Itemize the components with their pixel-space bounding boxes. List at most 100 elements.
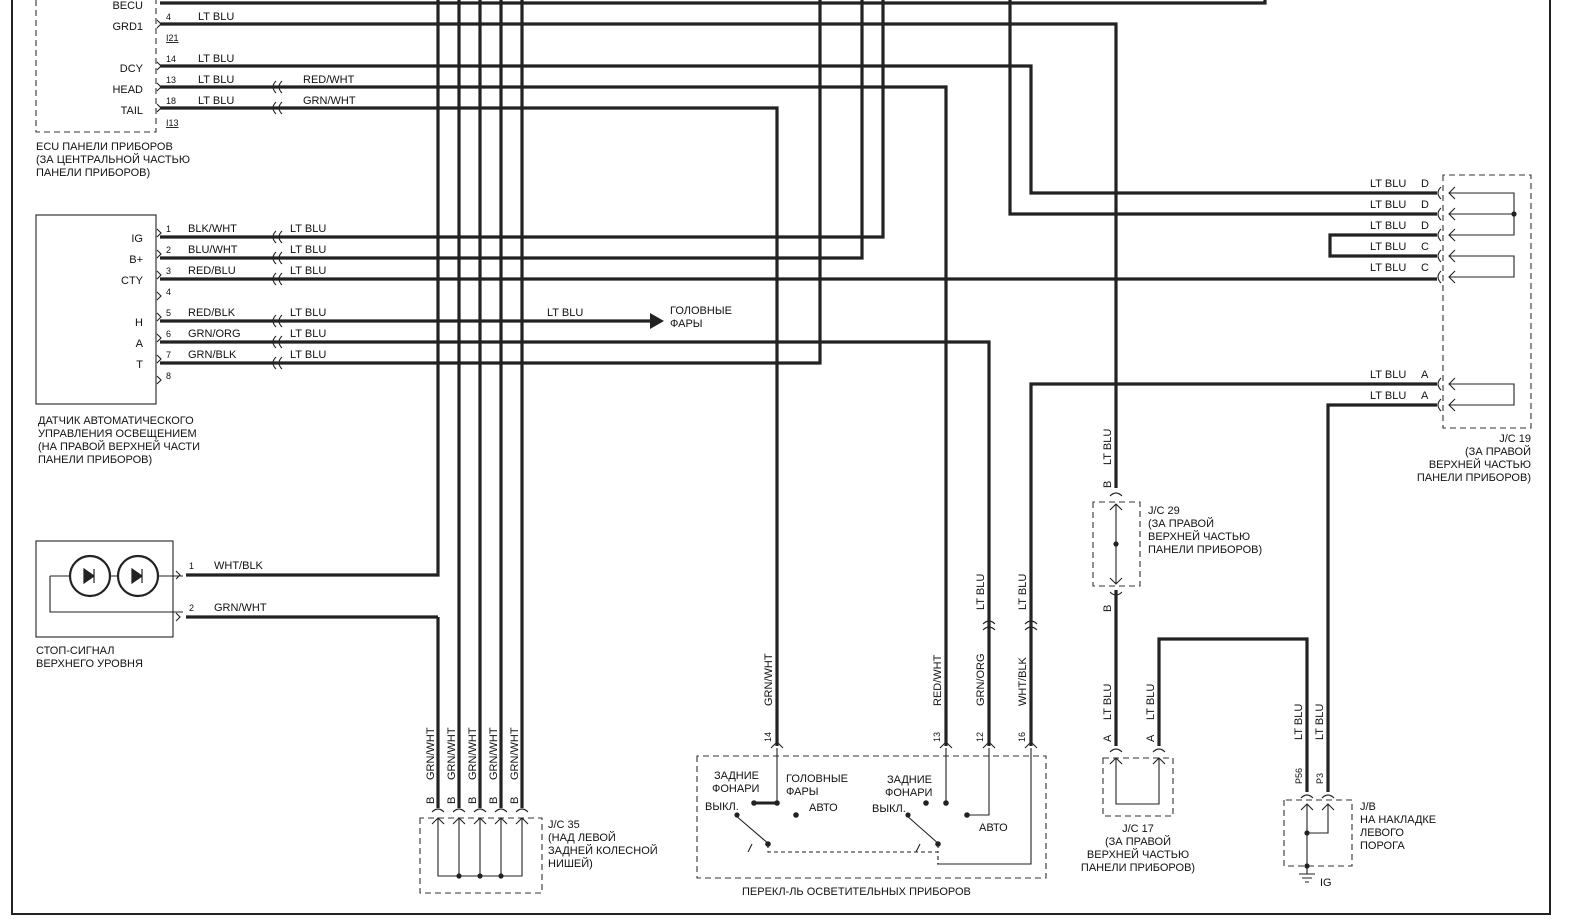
sensor-wire-color: BLU/WHT — [188, 244, 238, 256]
jc19-caption: ПАНЕЛИ ПРИБОРОВ) — [1417, 472, 1531, 484]
sensor-wire-color: GRN/ORG — [188, 328, 241, 340]
sensor-caption: УПРАВЛЕНИЯ ОСВЕЩЕНИЕМ — [38, 428, 197, 440]
jc35-pin: B — [425, 797, 437, 804]
ecu-caption: (ЗА ЦЕНТРАЛЬНОЙ ЧАСТЬЮ — [36, 153, 190, 166]
high-mount-stop-lamp: 1 2 WHT/BLK GRN/WHT СТОП-СИГНАЛ ВЕРХНЕГО… — [35, 540, 267, 670]
jb-ground-label: IG — [1320, 877, 1332, 889]
sensor-wire-color: LT BLU — [290, 328, 326, 340]
jc29-caption: ВЕРХНЕЙ ЧАСТЬЮ — [1148, 530, 1250, 543]
jc35-wire-label: GRN/WHT — [488, 727, 500, 780]
sensor-pin-number: 7 — [166, 350, 171, 360]
jc19-pin: A — [1421, 369, 1429, 381]
jc29-pin: B — [1102, 605, 1114, 612]
ecu-wire-label: LT BLU — [198, 95, 234, 107]
jb-pin: P56 — [1294, 768, 1304, 784]
jc19-wire-label: LT BLU — [1370, 241, 1406, 253]
sensor-caption: (НА ПРАВОЙ ВЕРХНЕЙ ЧАСТИ — [38, 440, 200, 453]
ecu-pin-grd1: GRD1 — [112, 21, 143, 33]
ecu-connector-marks — [156, 19, 283, 115]
sensor-caption: ДАТЧИК АВТОМАТИЧЕСКОГО — [38, 415, 194, 427]
ecu-pin-becu: BECU — [112, 0, 143, 12]
jc29-wire-label: LT BLU — [1102, 429, 1114, 465]
headlight-wire-label: LT BLU — [547, 307, 583, 319]
sensor-pin-bplus: B+ — [129, 254, 143, 266]
jc35-caption: J/C 35 — [548, 819, 580, 831]
ecu-harness-label: GRN/WHT — [303, 95, 356, 107]
jc29-caption: ПАНЕЛИ ПРИБОРОВ) — [1148, 544, 1262, 556]
jc19-caption: ВЕРХНЕЙ ЧАСТЬЮ — [1429, 458, 1531, 471]
jc35-pin: B — [467, 797, 479, 804]
sensor-connector-marks — [156, 228, 283, 385]
junction-connector-29: LT BLU B B J/C 29 (ЗА ПРАВОЙ ВЕРХНЕЙ ЧАС… — [1092, 429, 1262, 612]
jc19-pin: D — [1421, 178, 1429, 190]
jc35-caption: НИШЕЙ) — [548, 857, 593, 870]
switch-position-label: ВЫКЛ. — [872, 803, 906, 815]
jb-caption: ЛЕВОГО — [1360, 827, 1404, 839]
switch-cable-label: LT BLU — [1017, 574, 1029, 610]
ecu-pin-dcy: DCY — [120, 63, 144, 75]
sensor-wire-color: LT BLU — [290, 265, 326, 277]
sensor-pin-t: T — [136, 359, 143, 371]
switch-position-label: ВЫКЛ. — [705, 801, 739, 813]
jc19-pin: A — [1421, 390, 1429, 402]
jc17-caption: ВЕРХНЕЙ ЧАСТЬЮ — [1087, 848, 1189, 861]
jc17-caption: J/C 17 — [1122, 823, 1154, 835]
light-control-switch: GRN/WHT RED/WHT GRN/ORG WHT/BLK 14 13 12… — [696, 574, 1047, 898]
jc35-caption: (НАД ЛЕВОЙ — [548, 831, 616, 844]
jb-caption: НА НАКЛАДКЕ — [1360, 814, 1436, 826]
sensor-pin-number: 3 — [166, 266, 171, 276]
switch-wire-label: WHT/BLK — [1017, 656, 1029, 706]
switch-pin-number: 16 — [1017, 732, 1027, 742]
switch-pin-number: 12 — [975, 732, 985, 742]
jc19-pin: C — [1421, 241, 1429, 253]
switch-position-label: ЗАДНИЕ — [714, 770, 759, 782]
ground-icon — [1299, 866, 1315, 883]
ecu-pin-tail: TAIL — [121, 105, 143, 117]
lamp-pin-number: 2 — [189, 603, 194, 613]
auto-light-sensor: IG B+ CTY H A T 1 2 3 4 5 6 7 8 BLK/WHT … — [35, 214, 732, 466]
diagram-frame — [11, 0, 1551, 915]
switch-pin-number: 14 — [763, 732, 773, 742]
jb-wire-label: LT BLU — [1293, 704, 1305, 740]
jc19-wire-label: LT BLU — [1370, 220, 1406, 232]
jb-caption: ПОРОГА — [1360, 840, 1405, 852]
jc19-caption: J/C 19 — [1499, 433, 1531, 445]
jb-wire-label: LT BLU — [1314, 704, 1326, 740]
ecu-wire-label: LT BLU — [198, 11, 234, 23]
jc35-pin: B — [446, 797, 458, 804]
switch-position-label: АВТО — [979, 822, 1008, 834]
jc29-caption: (ЗА ПРАВОЙ — [1148, 517, 1214, 530]
junction-connector-35: GRN/WHT GRN/WHT GRN/WHT GRN/WHT GRN/WHT … — [419, 727, 658, 894]
jc17-wire-label: LT BLU — [1102, 684, 1114, 720]
ecu-wire-label: LT BLU — [198, 53, 234, 65]
headlight-target-label: ГОЛОВНЫЕ — [670, 305, 732, 317]
ecu-pin-number: 14 — [166, 54, 176, 64]
sensor-pin-number: 8 — [166, 371, 171, 381]
junction-connector-17: LT BLU LT BLU A A J/C 17 (ЗА ПРАВОЙ ВЕРХ… — [1081, 684, 1195, 874]
jc35-caption: ЗАДНЕЙ КОЛЕСНОЙ — [548, 844, 658, 857]
sensor-wire-color: LT BLU — [290, 244, 326, 256]
switch-position-label: АВТО — [809, 802, 838, 814]
sensor-wire-color: LT BLU — [290, 349, 326, 361]
jc19-caption: (ЗА ПРАВОЙ — [1465, 445, 1531, 458]
lamp-pin-number: 1 — [189, 561, 194, 571]
jc19-wire-label: LT BLU — [1370, 369, 1406, 381]
jc17-caption: ПАНЕЛИ ПРИБОРОВ) — [1081, 862, 1195, 874]
switch-position-label: ФАРЫ — [786, 786, 819, 798]
jc19-wire-label: LT BLU — [1370, 199, 1406, 211]
instrument-panel-ecu: BECU GRD1 DCY HEAD TAIL 4 14 13 18 I21 I… — [35, 0, 356, 179]
jc19-pin: D — [1421, 220, 1429, 232]
lamp-caption: СТОП-СИГНАЛ — [36, 645, 114, 657]
ecu-connector-ref: I21 — [166, 33, 179, 43]
jb-pin: P3 — [1315, 773, 1325, 784]
switch-wire-label: RED/WHT — [932, 654, 944, 706]
jc35-wire-label: GRN/WHT — [509, 727, 521, 780]
jc19-wire-label: LT BLU — [1370, 390, 1406, 402]
jc35-wire-label: GRN/WHT — [446, 727, 458, 780]
sensor-pin-a: A — [136, 338, 144, 350]
ecu-pin-head: HEAD — [112, 84, 143, 96]
sensor-wire-color: LT BLU — [290, 307, 326, 319]
ecu-harness-label: RED/WHT — [303, 74, 355, 86]
switch-caption: ПЕРЕКЛ-ЛЬ ОСВЕТИТЕЛЬНЫХ ПРИБОРОВ — [742, 886, 971, 898]
